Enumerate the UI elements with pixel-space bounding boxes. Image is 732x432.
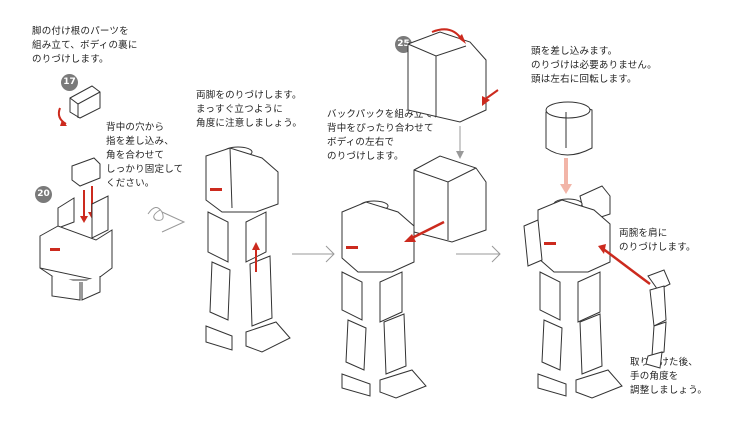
step-legs-text: 両脚をのりづけします。 まっすぐ立つように 角度に注意しましょう。: [196, 90, 303, 129]
hip-part-piece: [69, 85, 101, 119]
part-number-badge: 17: [61, 74, 78, 91]
flow-curl-icon: [147, 207, 164, 221]
head-piece: [545, 101, 593, 156]
arm-piece: [645, 269, 671, 369]
step-backpack-text: バックパックを組み立て、 背中をぴったり合わせて ボディの左右で のりづけします…: [327, 109, 443, 162]
backpack-assembled: [413, 155, 487, 243]
part-number-badge: 20: [35, 186, 52, 203]
robot-body-backpack: [341, 200, 427, 399]
body-logo: [50, 248, 60, 251]
next-step-arrow-icon: [292, 245, 335, 263]
step-hip-parts-text: 脚の付け根のパーツを 組み立て、ボディの裏に のりづけします。: [32, 26, 138, 65]
robot-final: [523, 185, 623, 399]
backpack-piece: [407, 31, 487, 123]
robot-with-legs: [205, 146, 291, 353]
hip-insert-piece: [71, 157, 101, 187]
rotate-arrow-icon: [57, 107, 67, 125]
next-step-arrow-icon: [456, 245, 501, 263]
next-step-arrow-icon: [161, 211, 186, 233]
body-bottom-piece: [39, 195, 113, 301]
step-back-hole-text: 背中の穴から 指を差し込み、 角を合わせて しっかり固定して ください。: [106, 122, 184, 189]
step-hand-angle-text: 取りつけた後、 手の角度を 調整しましょう。: [630, 357, 708, 396]
step-arms-text: 両腕を肩に のりづけします。: [619, 228, 696, 253]
step-head-text: 頭を差し込みます。 のりづけは必要ありません。 頭は左右に回転します。: [531, 46, 657, 85]
